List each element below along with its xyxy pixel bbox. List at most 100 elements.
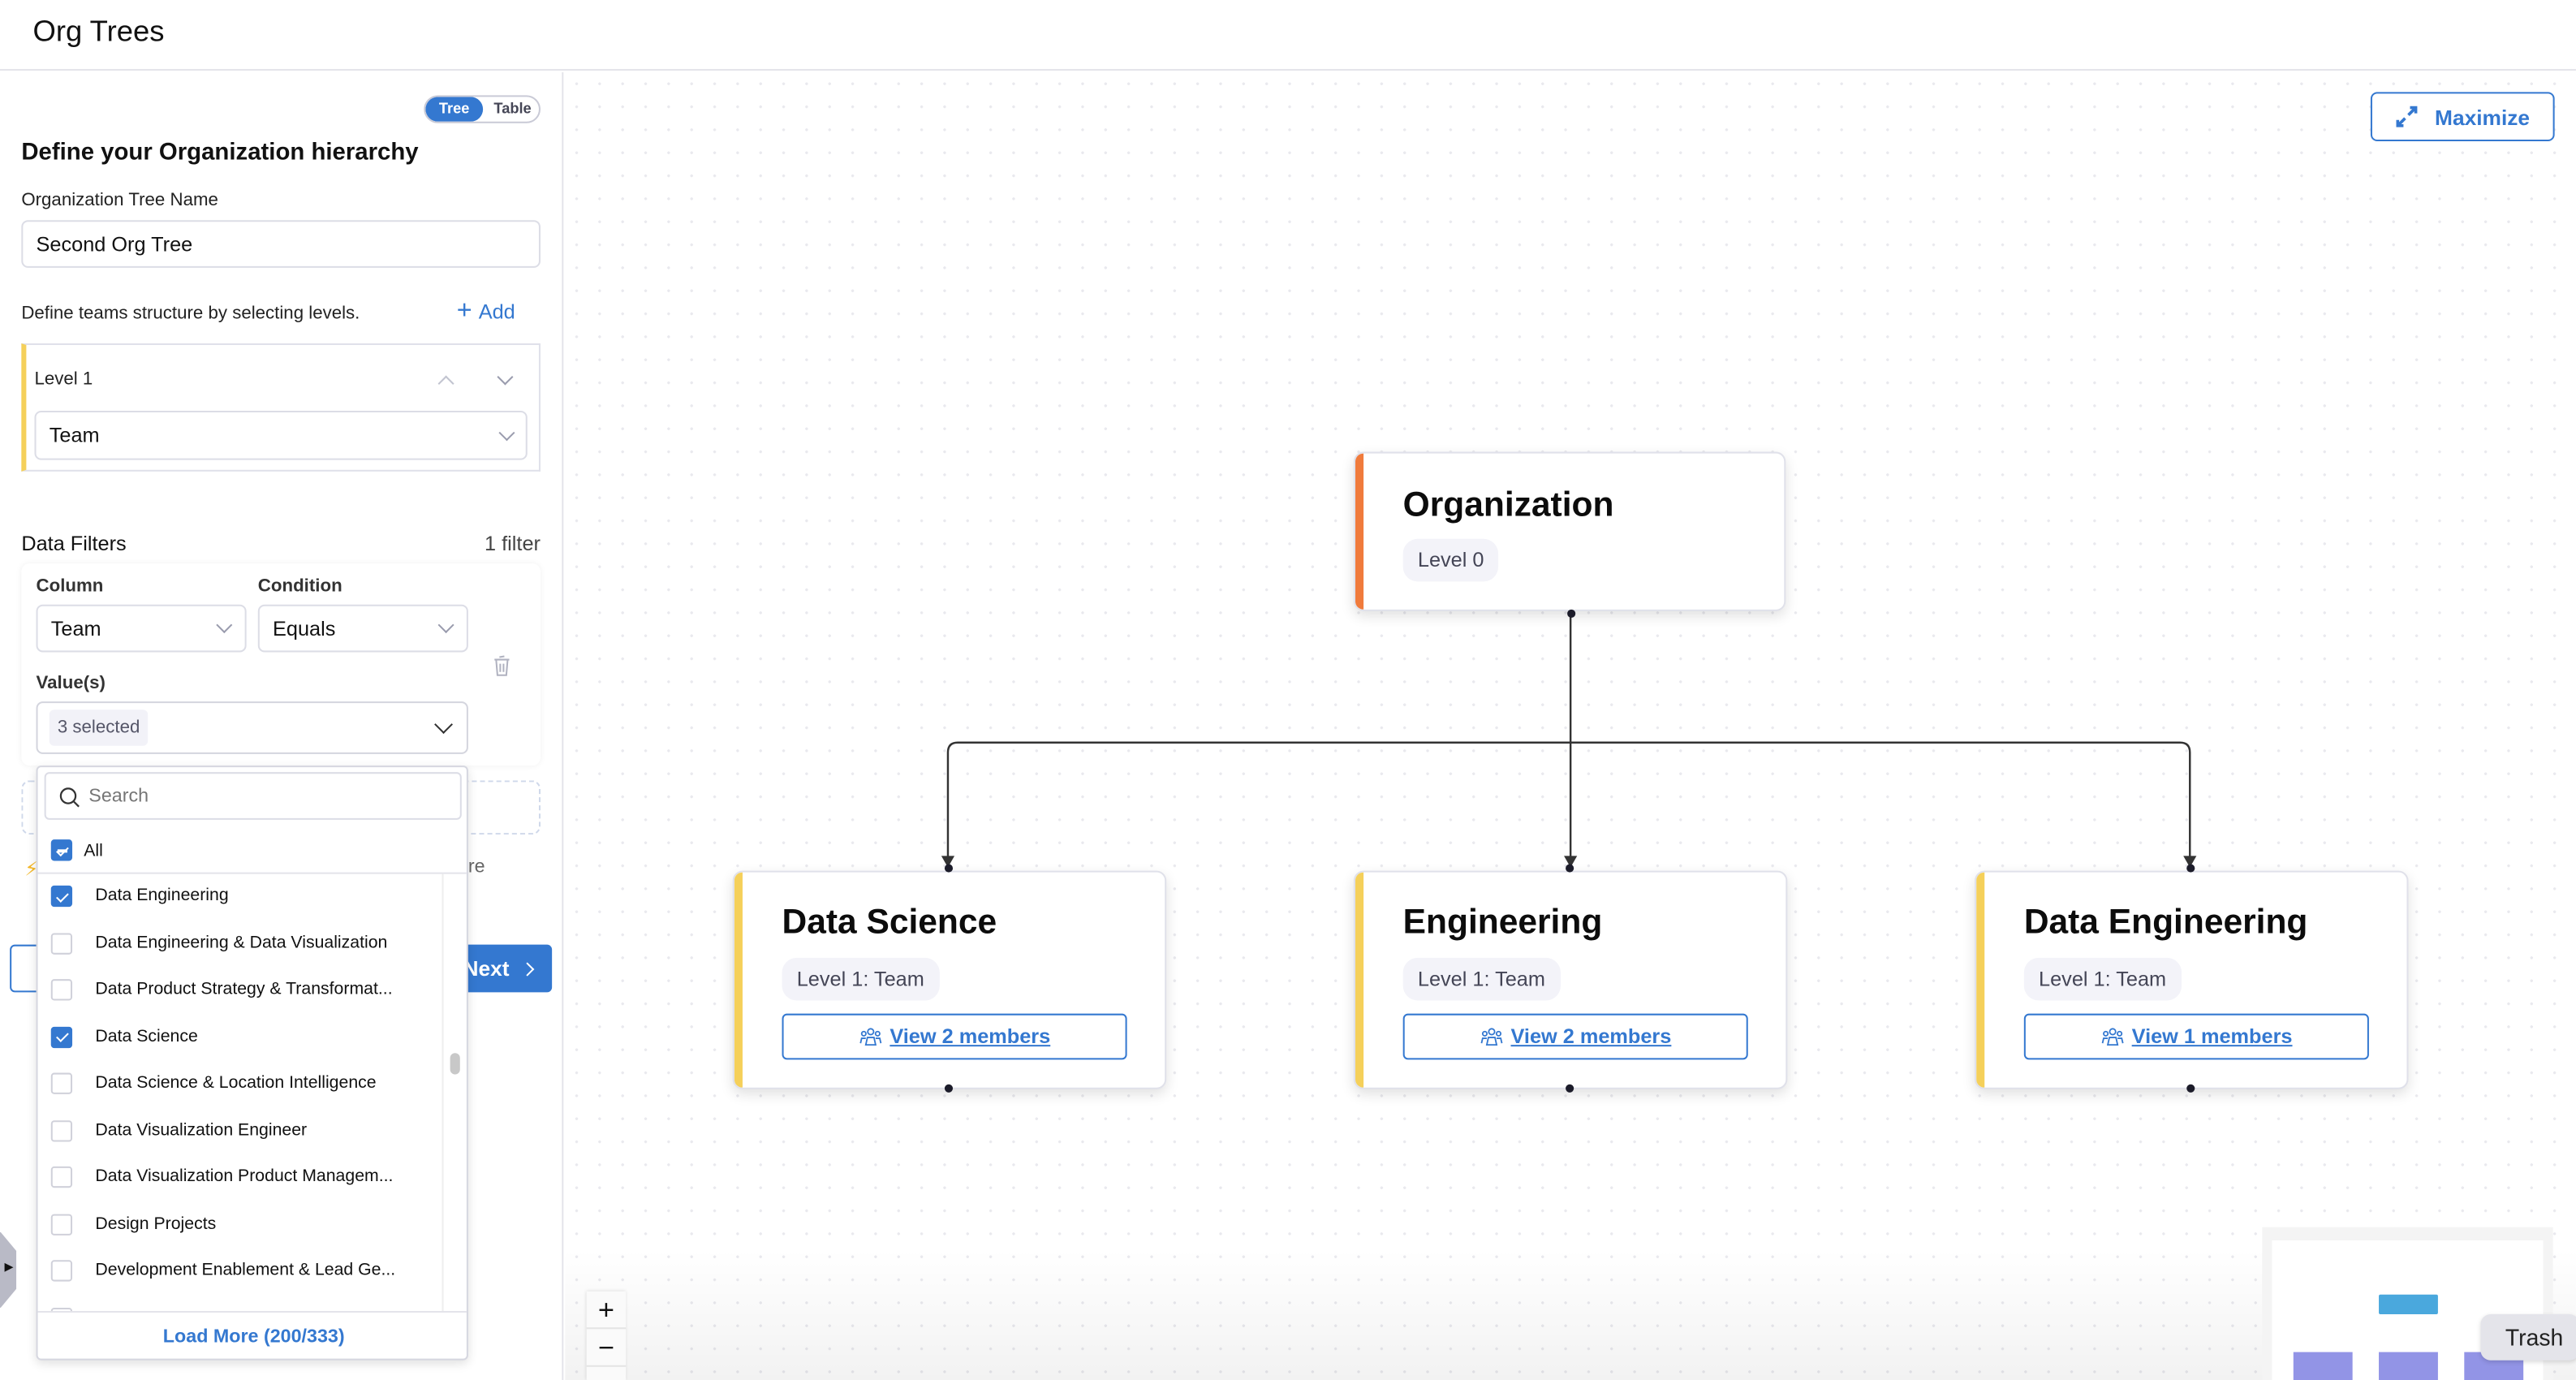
header: Org Trees: [0, 0, 2576, 71]
connector-right: [1570, 741, 2191, 858]
filter-card: Column Condition Team Equals Value(s) 3 …: [21, 563, 541, 766]
view-members-label: View 2 members: [890, 1024, 1051, 1049]
dropdown-option[interactable]: Data Engineering: [38, 874, 441, 921]
column-select[interactable]: Team: [36, 604, 247, 653]
handle-dot: [944, 864, 954, 873]
node-team[interactable]: Engineering Level 1: Team View 2 members: [1353, 870, 1788, 1089]
chevron-down-icon: [216, 617, 233, 634]
dropdown-option[interactable]: Data Science & Location Intelligence: [38, 1061, 441, 1107]
option-label: Data Engineering & Data Visualization: [95, 932, 388, 952]
node-title: Engineering: [1402, 903, 1603, 942]
condition-select[interactable]: Equals: [257, 604, 468, 653]
dropdown-option[interactable]: Development Enablement & Lead Ge...: [38, 1248, 441, 1295]
option-checkbox[interactable]: [50, 932, 73, 954]
option-checkbox[interactable]: [50, 1306, 73, 1313]
level-select-value: Team: [49, 424, 100, 447]
node-organization[interactable]: Organization Level 0: [1353, 451, 1786, 611]
levels-hint: Define teams structure by selecting leve…: [21, 304, 360, 324]
tree-name-input[interactable]: Second Org Tree: [21, 220, 541, 268]
maximize-button[interactable]: Maximize: [2370, 92, 2555, 142]
view-members-button[interactable]: View 2 members: [782, 1013, 1127, 1060]
minimap[interactable]: [2262, 1227, 2553, 1380]
arrow-right: [2183, 856, 2197, 868]
trash-icon[interactable]: [493, 653, 510, 676]
expand-icon: [2396, 106, 2418, 127]
chevron-down-icon: [437, 617, 454, 634]
indeterminate-checkbox[interactable]: [50, 839, 73, 861]
option-checkbox[interactable]: [50, 979, 73, 1001]
trash-tooltip: Trash: [2480, 1314, 2576, 1361]
option-checkbox[interactable]: [50, 1260, 73, 1282]
tree-name-label: Organization Tree Name: [21, 190, 218, 211]
data-filters-title: Data Filters: [21, 532, 127, 556]
search-input[interactable]: [88, 782, 418, 812]
values-multiselect[interactable]: 3 selected: [36, 701, 468, 754]
collapse-handle[interactable]: [0, 1231, 17, 1308]
option-checkbox[interactable]: [50, 1213, 73, 1235]
view-members-button[interactable]: View 2 members: [1402, 1013, 1748, 1060]
view-members-button[interactable]: View 1 members: [2023, 1013, 2369, 1060]
option-checkbox[interactable]: [50, 1119, 73, 1141]
view-members-label: View 1 members: [2131, 1024, 2293, 1049]
plus-icon: +: [456, 297, 472, 326]
option-label: Data Science: [95, 1025, 198, 1046]
view-toggle[interactable]: Tree Table: [424, 95, 541, 123]
node-team[interactable]: Data Engineering Level 1: Team View 1 me…: [1975, 870, 2409, 1089]
option-checkbox[interactable]: [50, 1166, 73, 1188]
add-level-button[interactable]: + Add: [456, 297, 515, 326]
dropdown-option[interactable]: Data Science: [38, 1015, 441, 1061]
lightning-icon: ⚡: [24, 857, 39, 881]
dropdown-list[interactable]: Data Engineering Data Engineering & Data…: [38, 874, 467, 1313]
all-label: All: [84, 841, 103, 861]
zoom-controls: + −: [586, 1291, 627, 1380]
level-badge: Level 0: [1402, 538, 1499, 582]
handle-dot: [2186, 1084, 2195, 1093]
dropdown-option[interactable]: Design Projects: [38, 1201, 441, 1248]
condition-value: Equals: [273, 616, 336, 640]
level-accent: [734, 872, 743, 1088]
view-members-label: View 2 members: [1510, 1024, 1672, 1049]
scrollbar-thumb[interactable]: [450, 1053, 460, 1075]
tree-canvas[interactable]: [565, 72, 2576, 1380]
dropdown-option[interactable]: Data Product Strategy & Transformat...: [38, 968, 441, 1014]
maximize-label: Maximize: [2435, 104, 2531, 129]
load-more-button[interactable]: Load More (200/333): [37, 1310, 467, 1359]
zoom-out-button[interactable]: −: [586, 1329, 627, 1367]
play-icon: ►: [2, 1258, 17, 1275]
dropdown-option[interactable]: Data Visualization Product Managem...: [38, 1155, 441, 1201]
search-icon: [59, 787, 80, 808]
selected-count-chip: 3 selected: [49, 709, 149, 746]
option-checkbox[interactable]: [50, 1072, 73, 1094]
condition-label: Condition: [257, 576, 342, 597]
option-checkbox[interactable]: [50, 1025, 73, 1048]
dropdown-search[interactable]: [44, 772, 462, 820]
toggle-table[interactable]: Table: [493, 100, 532, 117]
values-label: Value(s): [36, 673, 106, 694]
move-up-icon[interactable]: [437, 375, 454, 392]
level-select[interactable]: Team: [34, 410, 528, 460]
column-label: Column: [36, 576, 104, 597]
handle-dot: [1566, 864, 1574, 873]
dropdown-option[interactable]: Data Engineering & Data Visualization: [38, 921, 441, 967]
level-accent: [1355, 872, 1364, 1088]
option-checkbox[interactable]: [50, 885, 73, 908]
users-icon: [2100, 1028, 2123, 1046]
toggle-tree[interactable]: Tree: [425, 97, 484, 122]
move-down-icon[interactable]: [497, 369, 514, 386]
next-label: Next: [463, 955, 510, 981]
option-label: Data Visualization Engineer: [95, 1119, 308, 1140]
partial-hint-text: re: [467, 857, 485, 878]
users-icon: [859, 1028, 881, 1046]
option-label: Development Enablement & Lead Ge...: [95, 1260, 396, 1280]
level-1-card: Level 1 Team: [21, 343, 541, 472]
connector-left: [946, 741, 1571, 858]
dropdown-option-partial[interactable]: [38, 1296, 441, 1313]
dropdown-option[interactable]: Data Visualization Engineer: [38, 1108, 441, 1154]
chevron-down-icon: [434, 715, 453, 734]
node-team[interactable]: Data Science Level 1: Team View 2 member…: [732, 870, 1167, 1089]
zoom-in-button[interactable]: +: [586, 1292, 627, 1330]
values-dropdown: All Data Engineering Data Engineering & …: [36, 765, 468, 1361]
select-all-row[interactable]: All: [37, 828, 467, 874]
minimap-child-node: [2379, 1352, 2438, 1380]
